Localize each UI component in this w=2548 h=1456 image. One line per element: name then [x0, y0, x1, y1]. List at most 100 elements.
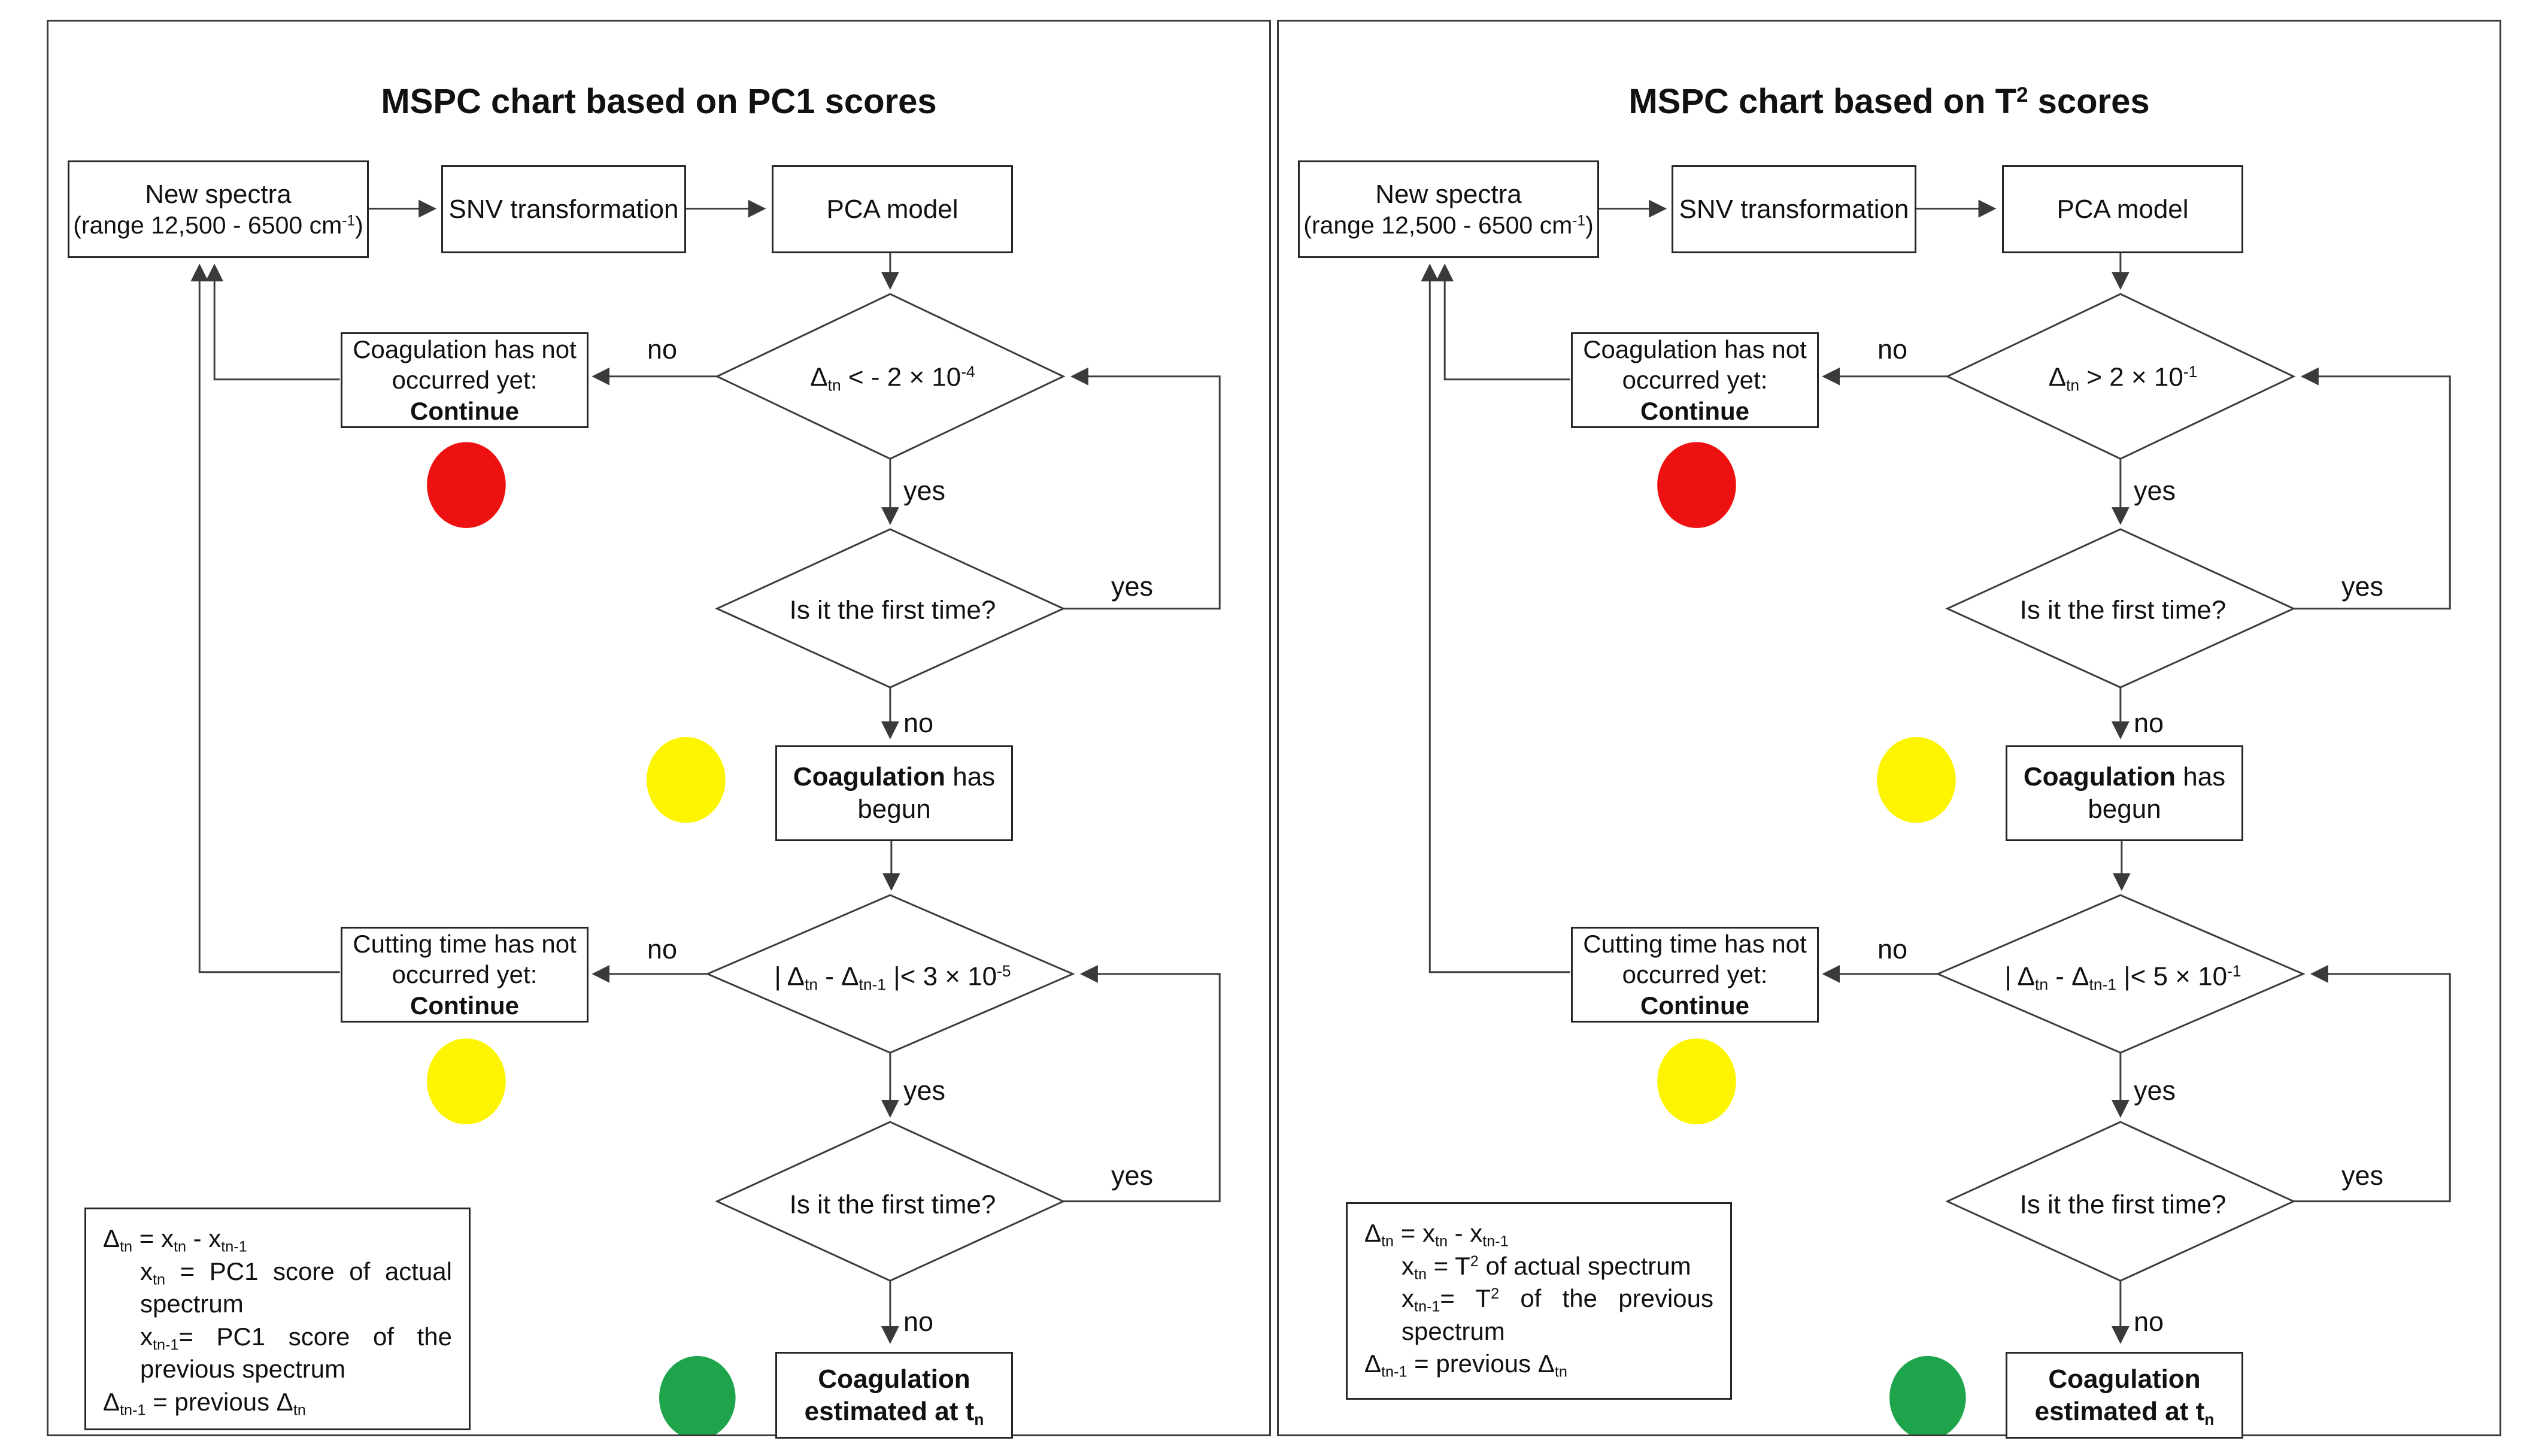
first-time-diamond-1: [715, 528, 1066, 688]
new-spectra-line2: (range 12,500 - 6500 cm-1): [69, 210, 367, 240]
edge-label-no: no: [2134, 1306, 2164, 1337]
continue-emphasis: Continue: [1640, 396, 1749, 425]
legend-sup: 2: [1470, 1252, 1479, 1270]
legend-sub: tn-1: [1381, 1363, 1408, 1381]
new-spectra-line2: (range 12,500 - 6500 cm-1): [1300, 210, 1597, 240]
legend-line-3: xtn-1= T2 of the previous spectrum: [1364, 1282, 1713, 1348]
legend-sub: tn-1: [120, 1402, 146, 1419]
decision-1-label: Δtn > 2 × 10-1: [1937, 361, 2309, 394]
delta-subscript: tn: [2066, 376, 2080, 395]
process-box-new-spectra: New spectra (range 12,500 - 6500 cm-1): [1298, 160, 1599, 258]
delta-subscript: tn-1: [2089, 975, 2116, 994]
tn-subscript: n: [974, 1410, 984, 1428]
flow-connectors: [1421, 199, 2451, 1434]
edge-label-yes: yes: [903, 475, 946, 506]
status-circle-red: [427, 442, 506, 528]
legend-line-2: xtn = PC1 score of actual spectrum: [103, 1255, 452, 1321]
coagulation-emphasis: Coagulation: [2048, 1364, 2201, 1394]
edge-label-yes: yes: [2134, 1075, 2176, 1106]
new-spectra-line1: New spectra: [1375, 179, 1522, 209]
legend-text: = PC1 score of actual spectrum: [140, 1257, 452, 1318]
delta-subscript: tn: [827, 376, 841, 395]
range-exponent: -1: [1572, 213, 1586, 229]
edge-label-no: no: [1877, 934, 1908, 964]
abs-bar-open: |: [2004, 961, 2018, 991]
legend-sub: tn: [1414, 1266, 1427, 1283]
legend-delta: Δ: [1364, 1349, 1382, 1378]
legend-text: = x: [132, 1224, 174, 1252]
continue-emphasis: Continue: [410, 991, 519, 1020]
edge-label-no: no: [1877, 334, 1908, 365]
tn-subscript: n: [2204, 1410, 2215, 1428]
panel-pc1: MSPC chart based on PC1 scores New spect…: [47, 20, 1271, 1439]
legend-delta: Δ: [1537, 1349, 1555, 1378]
first-time-diamond-1: [1945, 528, 2296, 688]
minus-sign: -: [2048, 961, 2072, 991]
result-box-coagulation-not-occurred: Coagulation has not occurred yet:Continu…: [341, 332, 589, 428]
legend-x: x: [140, 1322, 153, 1351]
decision-1-exponent: -4: [961, 362, 975, 381]
range-text: (range 12,500 - 6500 cm: [73, 211, 342, 239]
estimated-line2: estimated at t: [2034, 1396, 2205, 1426]
legend-line-4: Δtn-1 = previous Δtn: [1364, 1348, 1713, 1381]
legend-x: x: [140, 1257, 153, 1285]
delta-subscript: tn: [2035, 975, 2049, 994]
chart-title-post: scores: [2028, 82, 2150, 121]
coagulation-not-text: Coagulation has not occurred yet:Continu…: [342, 334, 587, 426]
delta-symbol: Δ: [841, 961, 859, 991]
edge-label-yes: yes: [2341, 571, 2384, 602]
begun-rest: has begun: [857, 762, 996, 824]
legend-x: x: [1402, 1251, 1414, 1280]
continue-emphasis: Continue: [1640, 991, 1749, 1020]
status-circle-yellow-2: [1657, 1038, 1736, 1125]
decision-1-exponent: -1: [2183, 362, 2198, 381]
first-time-diamond-2: [1945, 1121, 2296, 1282]
edge-label-yes: yes: [2134, 475, 2176, 506]
status-circle-yellow-1: [647, 736, 726, 823]
decision-1-label: Δtn < - 2 × 10-4: [707, 361, 1078, 394]
legend-text: of actual spectrum: [1478, 1251, 1691, 1280]
edge-label-yes: yes: [1111, 571, 1154, 602]
chart-title-sup: 2: [2016, 83, 2028, 107]
delta-subscript: tn-1: [859, 975, 886, 994]
decision-diamond-1: [1945, 293, 2296, 460]
legend-text: = previous: [145, 1387, 277, 1416]
edge-label-yes: yes: [2341, 1160, 2384, 1191]
legend-line-1: Δtn = xtn - xtn-1: [103, 1223, 452, 1255]
coagulation-begun-text: Coagulation has begun: [2007, 761, 2241, 825]
delta-subscript: tn: [805, 975, 818, 994]
range-exponent: -1: [342, 213, 356, 229]
edge-label-yes: yes: [1111, 1160, 1154, 1191]
legend-sub: tn-1: [221, 1238, 247, 1255]
legend-box: Δtn = xtn - xtn-1 xtn = PC1 score of act…: [84, 1208, 471, 1430]
decision-1-operator: > 2 × 10: [2079, 362, 2183, 392]
cutting-not-text: Cutting time has not occurred yet:Contin…: [342, 929, 587, 1021]
first-time-2-label: Is it the first time?: [2019, 1190, 2227, 1220]
edge-label-no: no: [903, 708, 934, 738]
process-box-snv: SNV transformation: [441, 165, 686, 253]
return-cutnot-to-newspectra: [190, 263, 340, 973]
legend-delta: Δ: [1364, 1219, 1382, 1247]
return-coagnot-to-newspectra: [1436, 263, 1570, 381]
coagulation-not-line: Coagulation has not occurred yet:: [1583, 335, 1807, 395]
legend-text: = PC1 score of the previous spectrum: [140, 1322, 452, 1384]
legend-text: = T: [1427, 1251, 1470, 1280]
legend-text: = previous: [1407, 1349, 1538, 1378]
legend-sub: tn: [153, 1271, 166, 1288]
decision-diamond-2: [705, 894, 1075, 1054]
first-time-2-label: Is it the first time?: [789, 1190, 996, 1220]
delta-symbol: Δ: [2017, 961, 2035, 991]
first-time-1-label: Is it the first time?: [2019, 595, 2227, 625]
status-circle-red: [1657, 442, 1736, 528]
legend-text: of the previous spectrum: [1402, 1284, 1713, 1345]
loop-firsttime2-yes: [2294, 964, 2451, 1203]
cutting-not-line: Cutting time has not occurred yet:: [1583, 930, 1807, 989]
range-close: ): [355, 211, 363, 239]
loop-firsttime2-yes: [1063, 964, 1221, 1203]
decision-2-label: | Δtn - Δtn-1 |< 3 × 10-5: [698, 960, 1087, 993]
legend-text: = T: [1440, 1284, 1491, 1313]
